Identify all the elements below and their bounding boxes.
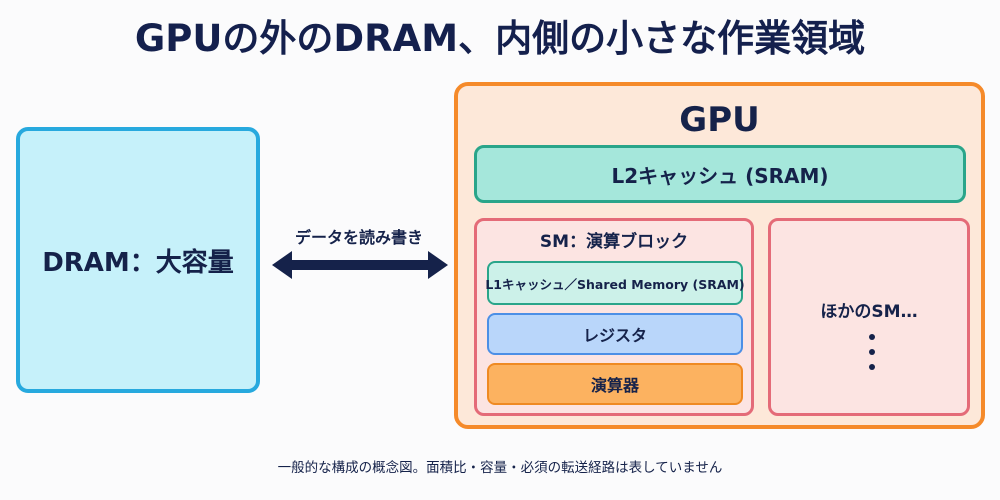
diagram-title: GPUの外のDRAM、内側の小さな作業領域	[134, 17, 866, 60]
dram-box: DRAM：大容量	[16, 127, 260, 393]
dram-label: DRAM：大容量	[42, 247, 234, 278]
other-sm-block: ほかのSM…	[768, 218, 970, 416]
registers-label: レジスタ	[582, 326, 647, 345]
l1-shared-memory-label: L1キャッシュ／Shared Memory (SRAM)	[485, 276, 745, 292]
l2-cache-box: L2キャッシュ (SRAM)	[474, 145, 966, 203]
alu-label: 演算器	[590, 376, 639, 395]
l1-shared-memory-box: L1キャッシュ／Shared Memory (SRAM)	[485, 261, 745, 305]
vertical-ellipsis-icon	[869, 334, 875, 370]
caption-note: 一般的な構成の概念図。面積比・容量・必須の転送経路は表していません	[277, 460, 723, 476]
sm-title: SM：演算ブロック	[539, 232, 689, 252]
alu-box: 演算器	[487, 363, 743, 405]
other-sm-label: ほかのSM…	[820, 302, 918, 322]
l2-cache-label: L2キャッシュ (SRAM)	[611, 163, 829, 188]
gpu-box: GPU L2キャッシュ (SRAM) SM：演算ブロック L1キャッシュ／Sha…	[454, 82, 985, 429]
gpu-title: GPU	[679, 100, 760, 140]
read-write-label: データを読み書き	[294, 228, 423, 247]
registers-box: レジスタ	[487, 313, 743, 355]
sm-block: SM：演算ブロック L1キャッシュ／Shared Memory (SRAM) レ…	[474, 218, 754, 416]
bidirectional-arrow-icon	[272, 251, 448, 279]
